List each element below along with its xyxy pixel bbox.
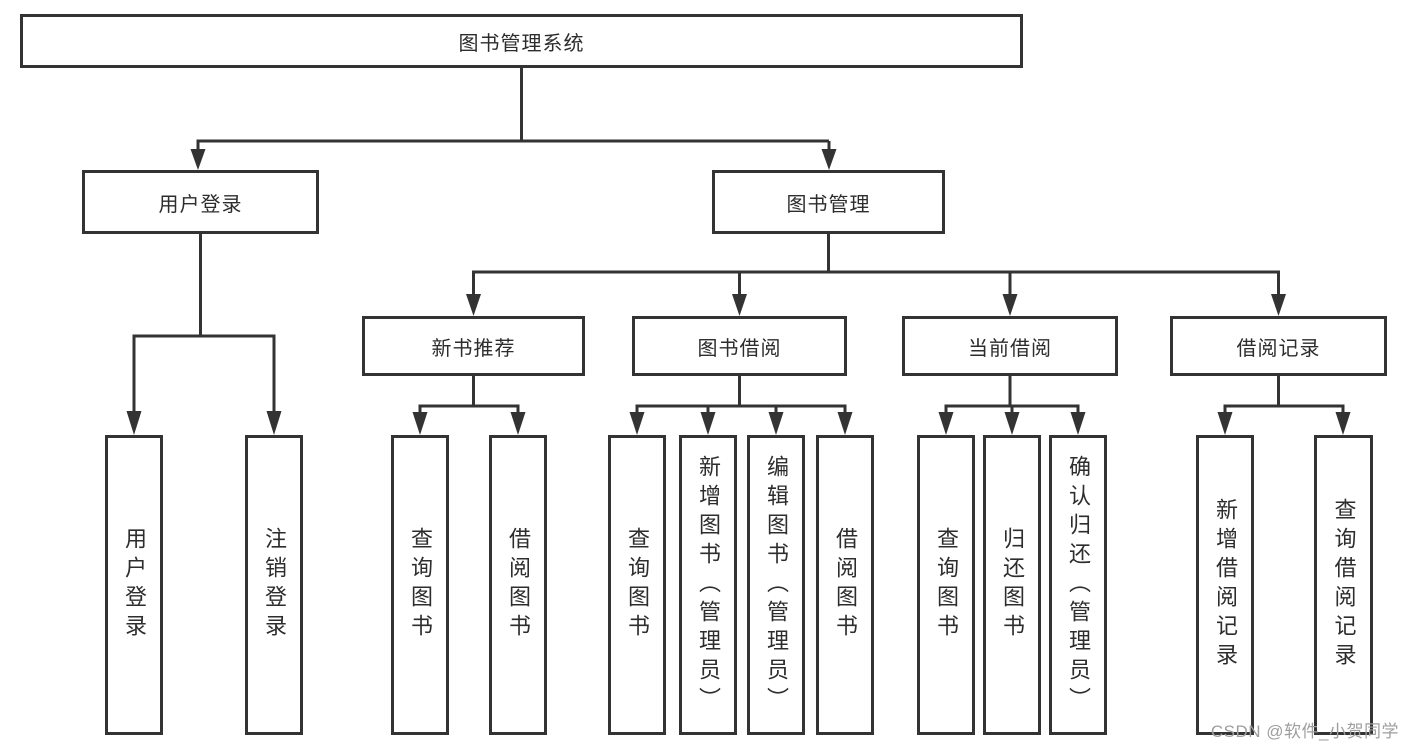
leaf-label: 注销登录 — [262, 527, 287, 643]
leaf-label: 归还图书 — [1000, 527, 1025, 643]
node-book-management: 图书管理 — [712, 170, 945, 234]
node-user-login: 用户登录 — [82, 170, 319, 234]
leaf-label: 确认归还（管理员） — [1066, 454, 1091, 716]
node-borrow-records: 借阅记录 — [1170, 316, 1387, 376]
leaf-query-books-borrow: 查询图书 — [608, 435, 666, 735]
leaf-label: 借阅图书 — [833, 527, 858, 643]
leaf-label: 新增图书（管理员） — [696, 454, 721, 716]
leaf-user-login: 用户登录 — [105, 435, 163, 735]
leaf-add-book-admin: 新增图书（管理员） — [679, 435, 737, 735]
leaf-label: 借阅图书 — [506, 527, 531, 643]
leaf-query-books-recommend: 查询图书 — [391, 435, 449, 735]
leaf-query-borrow-record: 查询借阅记录 — [1314, 435, 1373, 735]
leaf-label: 新增借阅记录 — [1213, 498, 1238, 672]
leaf-return-book: 归还图书 — [983, 435, 1041, 735]
leaf-borrow-books: 借阅图书 — [816, 435, 874, 735]
arrowheads — [126, 149, 1351, 435]
leaf-logout: 注销登录 — [245, 435, 303, 735]
leaf-label: 查询图书 — [625, 527, 650, 643]
watermark: CSDN @软件_小贺同学 — [1210, 722, 1399, 741]
node-current-borrow: 当前借阅 — [902, 316, 1118, 376]
leaf-edit-book-admin: 编辑图书（管理员） — [747, 435, 805, 735]
leaf-add-borrow-record: 新增借阅记录 — [1196, 435, 1254, 735]
leaf-label: 查询图书 — [934, 527, 959, 643]
leaf-label: 编辑图书（管理员） — [764, 454, 789, 716]
leaf-label: 查询借阅记录 — [1331, 498, 1357, 672]
leaf-label: 查询图书 — [408, 527, 433, 643]
leaf-query-books-current: 查询图书 — [917, 435, 975, 735]
leaf-confirm-return-admin: 确认归还（管理员） — [1049, 435, 1107, 735]
leaf-label: 用户登录 — [122, 527, 147, 643]
leaf-borrow-books-recommend: 借阅图书 — [489, 435, 547, 735]
node-book-borrow: 图书借阅 — [632, 316, 847, 376]
node-library-management-system: 图书管理系统 — [20, 14, 1023, 68]
node-new-book-recommend: 新书推荐 — [362, 316, 585, 376]
